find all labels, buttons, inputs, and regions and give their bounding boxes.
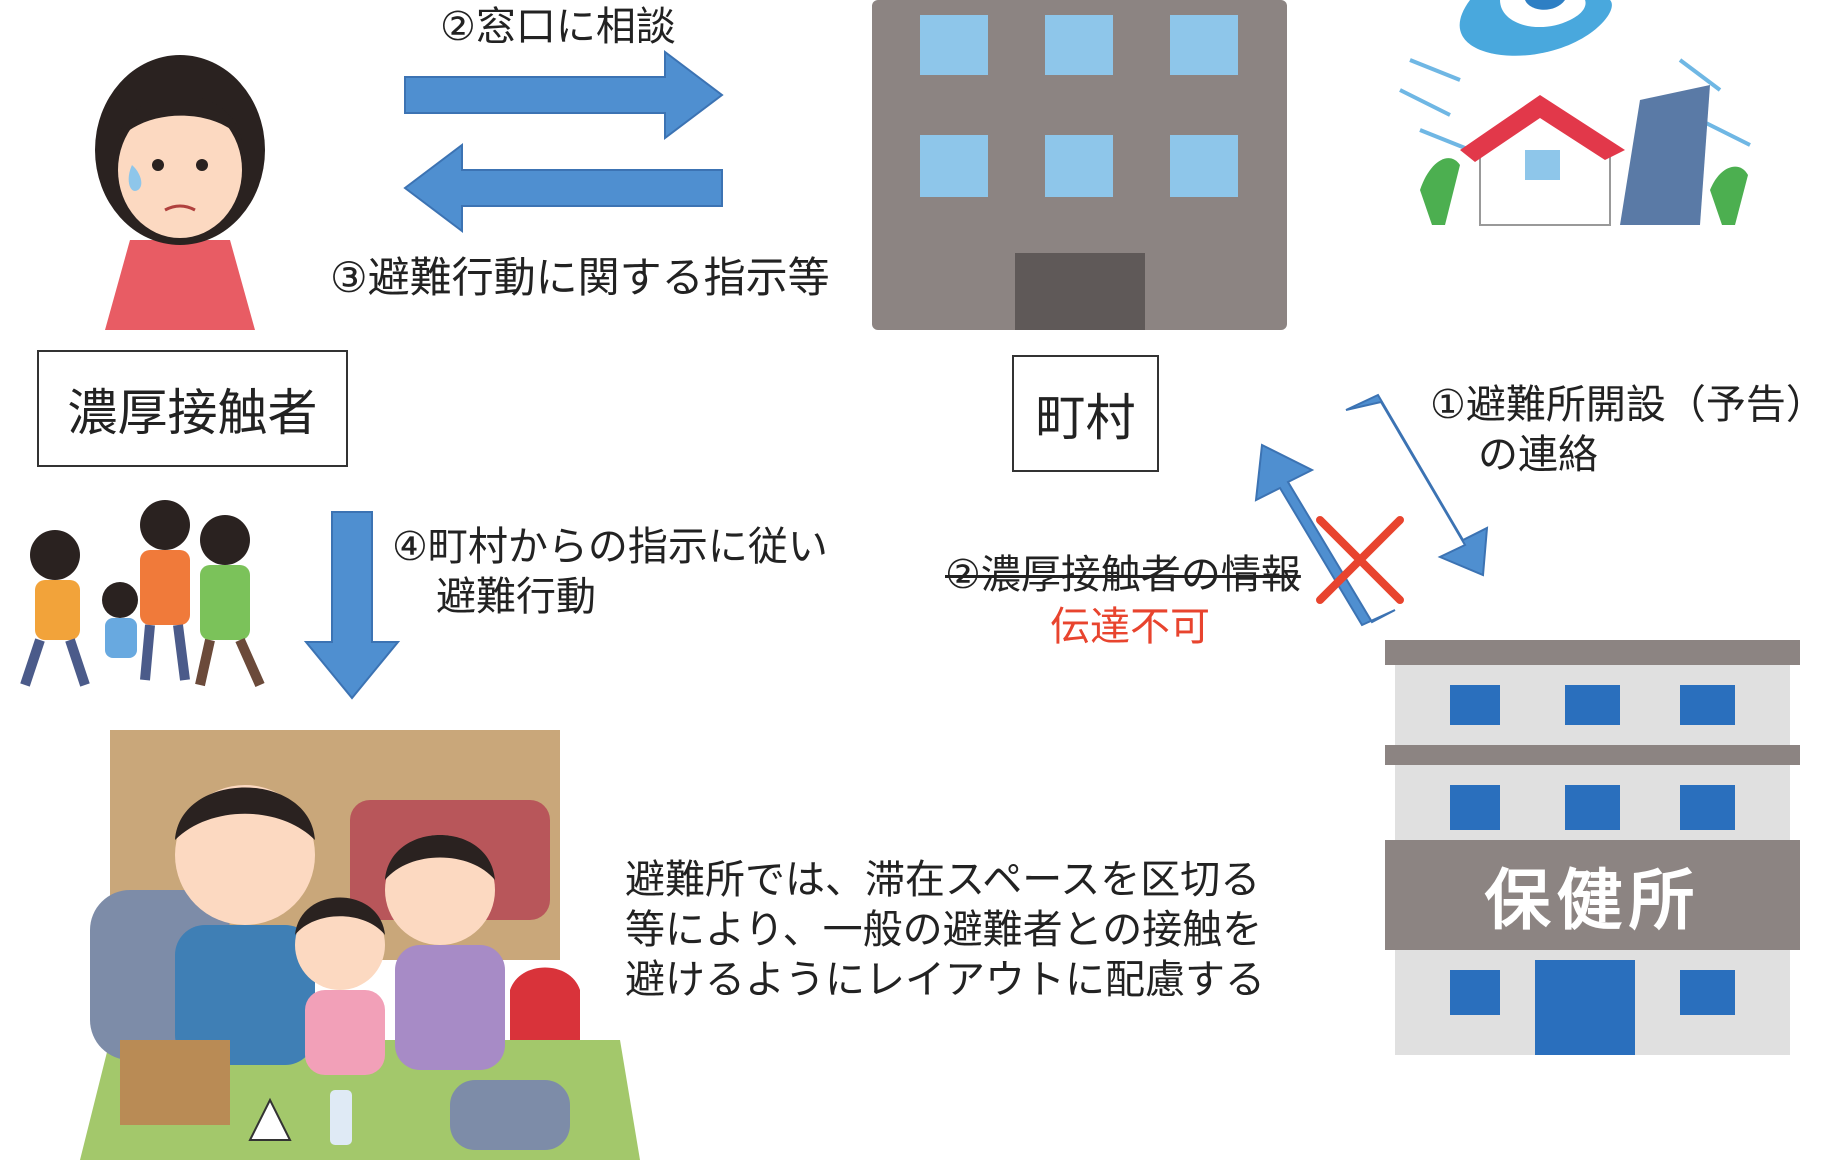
shelter-notice-arrow xyxy=(1345,393,1489,577)
worried-woman-illustration xyxy=(95,55,265,330)
health-center-illustration xyxy=(1385,640,1800,1055)
cross-mark-icon xyxy=(1316,516,1404,604)
instructions-label: ③避難行動に関する指示等 xyxy=(330,253,830,302)
shelter-notice-label-line2: の連絡 xyxy=(1478,432,1598,478)
consult-arrow xyxy=(404,49,724,141)
town-hall-illustration xyxy=(872,0,1287,330)
town-box: 町村 xyxy=(1012,355,1159,472)
layout-note-line3: 避けるようにレイアウトに配慮する xyxy=(625,957,1265,1003)
evacuate-label-line1: ④町村からの指示に従い xyxy=(392,524,828,570)
consult-label: ②窓口に相談 xyxy=(440,4,676,50)
shelter-notice-label-line1: ①避難所開設（予告） xyxy=(1430,382,1826,428)
health-center-sign: 保健所 xyxy=(1484,862,1701,939)
contact-info-label: ②濃厚接触者の情報 xyxy=(945,552,1301,598)
typhoon-illustration xyxy=(1399,0,1751,226)
evacuate-arrow xyxy=(303,511,401,700)
cannot-transmit-label: 伝達不可 xyxy=(1050,604,1210,650)
instruction-arrow xyxy=(403,142,723,234)
layout-note-line1: 避難所では、滞在スペースを区切る xyxy=(625,857,1261,903)
layout-note-line2: 等により、一般の避難者との接触を xyxy=(625,907,1263,953)
evacuate-label-line2: 避難行動 xyxy=(436,574,596,620)
shelter-family-illustration xyxy=(80,730,640,1160)
close-contact-box: 濃厚接触者 xyxy=(37,350,348,467)
evacuating-people-illustration xyxy=(20,500,265,688)
